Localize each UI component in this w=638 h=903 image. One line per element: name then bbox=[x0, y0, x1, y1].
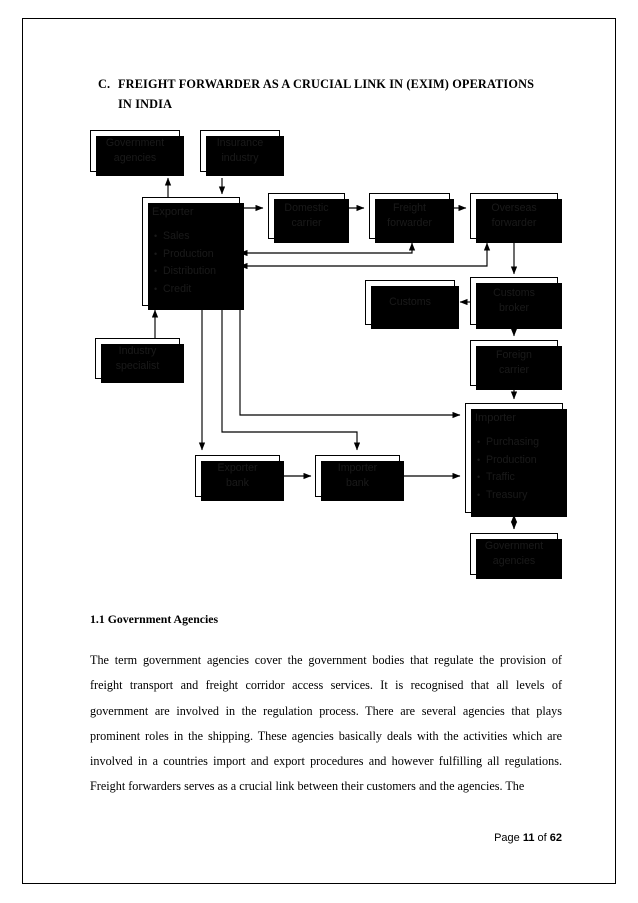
exporter-item-list: Sales Production Distribution Credit bbox=[154, 228, 216, 298]
box-label-line1: Domestic bbox=[284, 202, 329, 214]
box-foreign-carrier: Foreign carrier bbox=[470, 340, 562, 390]
section-heading: 1.1 Government Agencies bbox=[90, 612, 219, 626]
box-label-line2: bank bbox=[226, 477, 249, 489]
box-label-line1: Government bbox=[105, 137, 165, 149]
list-item: Treasury bbox=[477, 487, 539, 505]
box-exporter: Exporter Sales Production Distribution C… bbox=[142, 197, 244, 310]
box-customs: Customs bbox=[365, 280, 459, 329]
box-label-line1: Insurance bbox=[216, 137, 264, 149]
page-footer: Page 11 of 62 bbox=[90, 832, 562, 844]
box-label-line2: broker bbox=[498, 302, 530, 314]
footer-middle: of bbox=[534, 832, 550, 844]
box-label-line1: Customs bbox=[493, 287, 535, 299]
box-label-line1: Exporter bbox=[217, 462, 258, 474]
list-item: Sales bbox=[154, 228, 216, 246]
box-domestic-carrier: Domestic carrier bbox=[268, 193, 349, 243]
box-label-line2: industry bbox=[221, 152, 259, 164]
list-item: Distribution bbox=[154, 263, 216, 281]
list-item: Production bbox=[477, 452, 539, 470]
box-label-line2: bank bbox=[346, 477, 369, 489]
footer-total-pages: 62 bbox=[549, 832, 562, 844]
heading-line-1: FREIGHT FORWARDER AS A CRUCIAL LINK IN (… bbox=[118, 77, 535, 91]
box-government-agencies-top: Government agencies bbox=[90, 130, 184, 176]
footer-page-number: 11 bbox=[522, 832, 535, 844]
box-freight-forwarder: Freight forwarder bbox=[369, 193, 454, 243]
page-border bbox=[22, 18, 616, 884]
box-label-line1: Industry bbox=[118, 344, 157, 357]
list-item: Credit bbox=[154, 281, 216, 299]
box-label-line1: Importer bbox=[337, 462, 378, 474]
box-customs-broker: Customs broker bbox=[470, 277, 562, 329]
body-paragraph: The term government agencies cover the g… bbox=[90, 653, 562, 794]
box-title: Importer bbox=[475, 412, 516, 424]
box-importer: Importer Purchasing Production Traffic T… bbox=[465, 403, 567, 517]
importer-item-list: Purchasing Production Traffic Treasury bbox=[477, 434, 539, 504]
box-label-line1: Customs bbox=[389, 296, 431, 308]
heading-label: C. bbox=[98, 77, 111, 91]
list-item: Purchasing bbox=[477, 434, 539, 452]
box-label-line2: agencies bbox=[113, 152, 157, 164]
footer-prefix: Page bbox=[494, 832, 523, 844]
exim-flow-diagram: Government agencies Insurance industry E… bbox=[0, 0, 638, 600]
box-insurance-industry: Insurance industry bbox=[200, 130, 284, 176]
box-label-line2: forwarder bbox=[387, 217, 432, 229]
box-overseas-forwarder: Overseas forwarder bbox=[470, 193, 562, 243]
list-item: Traffic bbox=[477, 469, 539, 487]
heading-line-2: IN INDIA bbox=[118, 97, 173, 111]
box-label-line2: agencies bbox=[492, 555, 536, 567]
box-label-line1: Foreign bbox=[496, 349, 532, 361]
box-title: Exporter bbox=[152, 206, 194, 218]
list-item: Production bbox=[154, 246, 216, 264]
box-label-line2: carrier bbox=[291, 217, 322, 229]
box-label-line1: Government bbox=[484, 540, 544, 552]
box-label-line2: forwarder bbox=[491, 217, 537, 229]
box-label-line2: specialist bbox=[115, 359, 160, 372]
diagram-connectors bbox=[151, 177, 518, 530]
box-government-agencies-bottom: Government agencies bbox=[470, 533, 562, 579]
box-industry-specialist: Industry specialist bbox=[95, 338, 184, 383]
page-title: C. FREIGHT FORWARDER AS A CRUCIAL LINK IN… bbox=[98, 74, 566, 114]
box-exporter-bank: Exporter bank bbox=[195, 455, 284, 501]
box-importer-bank: Importer bank bbox=[315, 455, 404, 501]
box-label-line2: carrier bbox=[498, 364, 530, 376]
box-label-line1: Overseas bbox=[491, 202, 537, 214]
box-label-line1: Freight bbox=[393, 202, 426, 214]
